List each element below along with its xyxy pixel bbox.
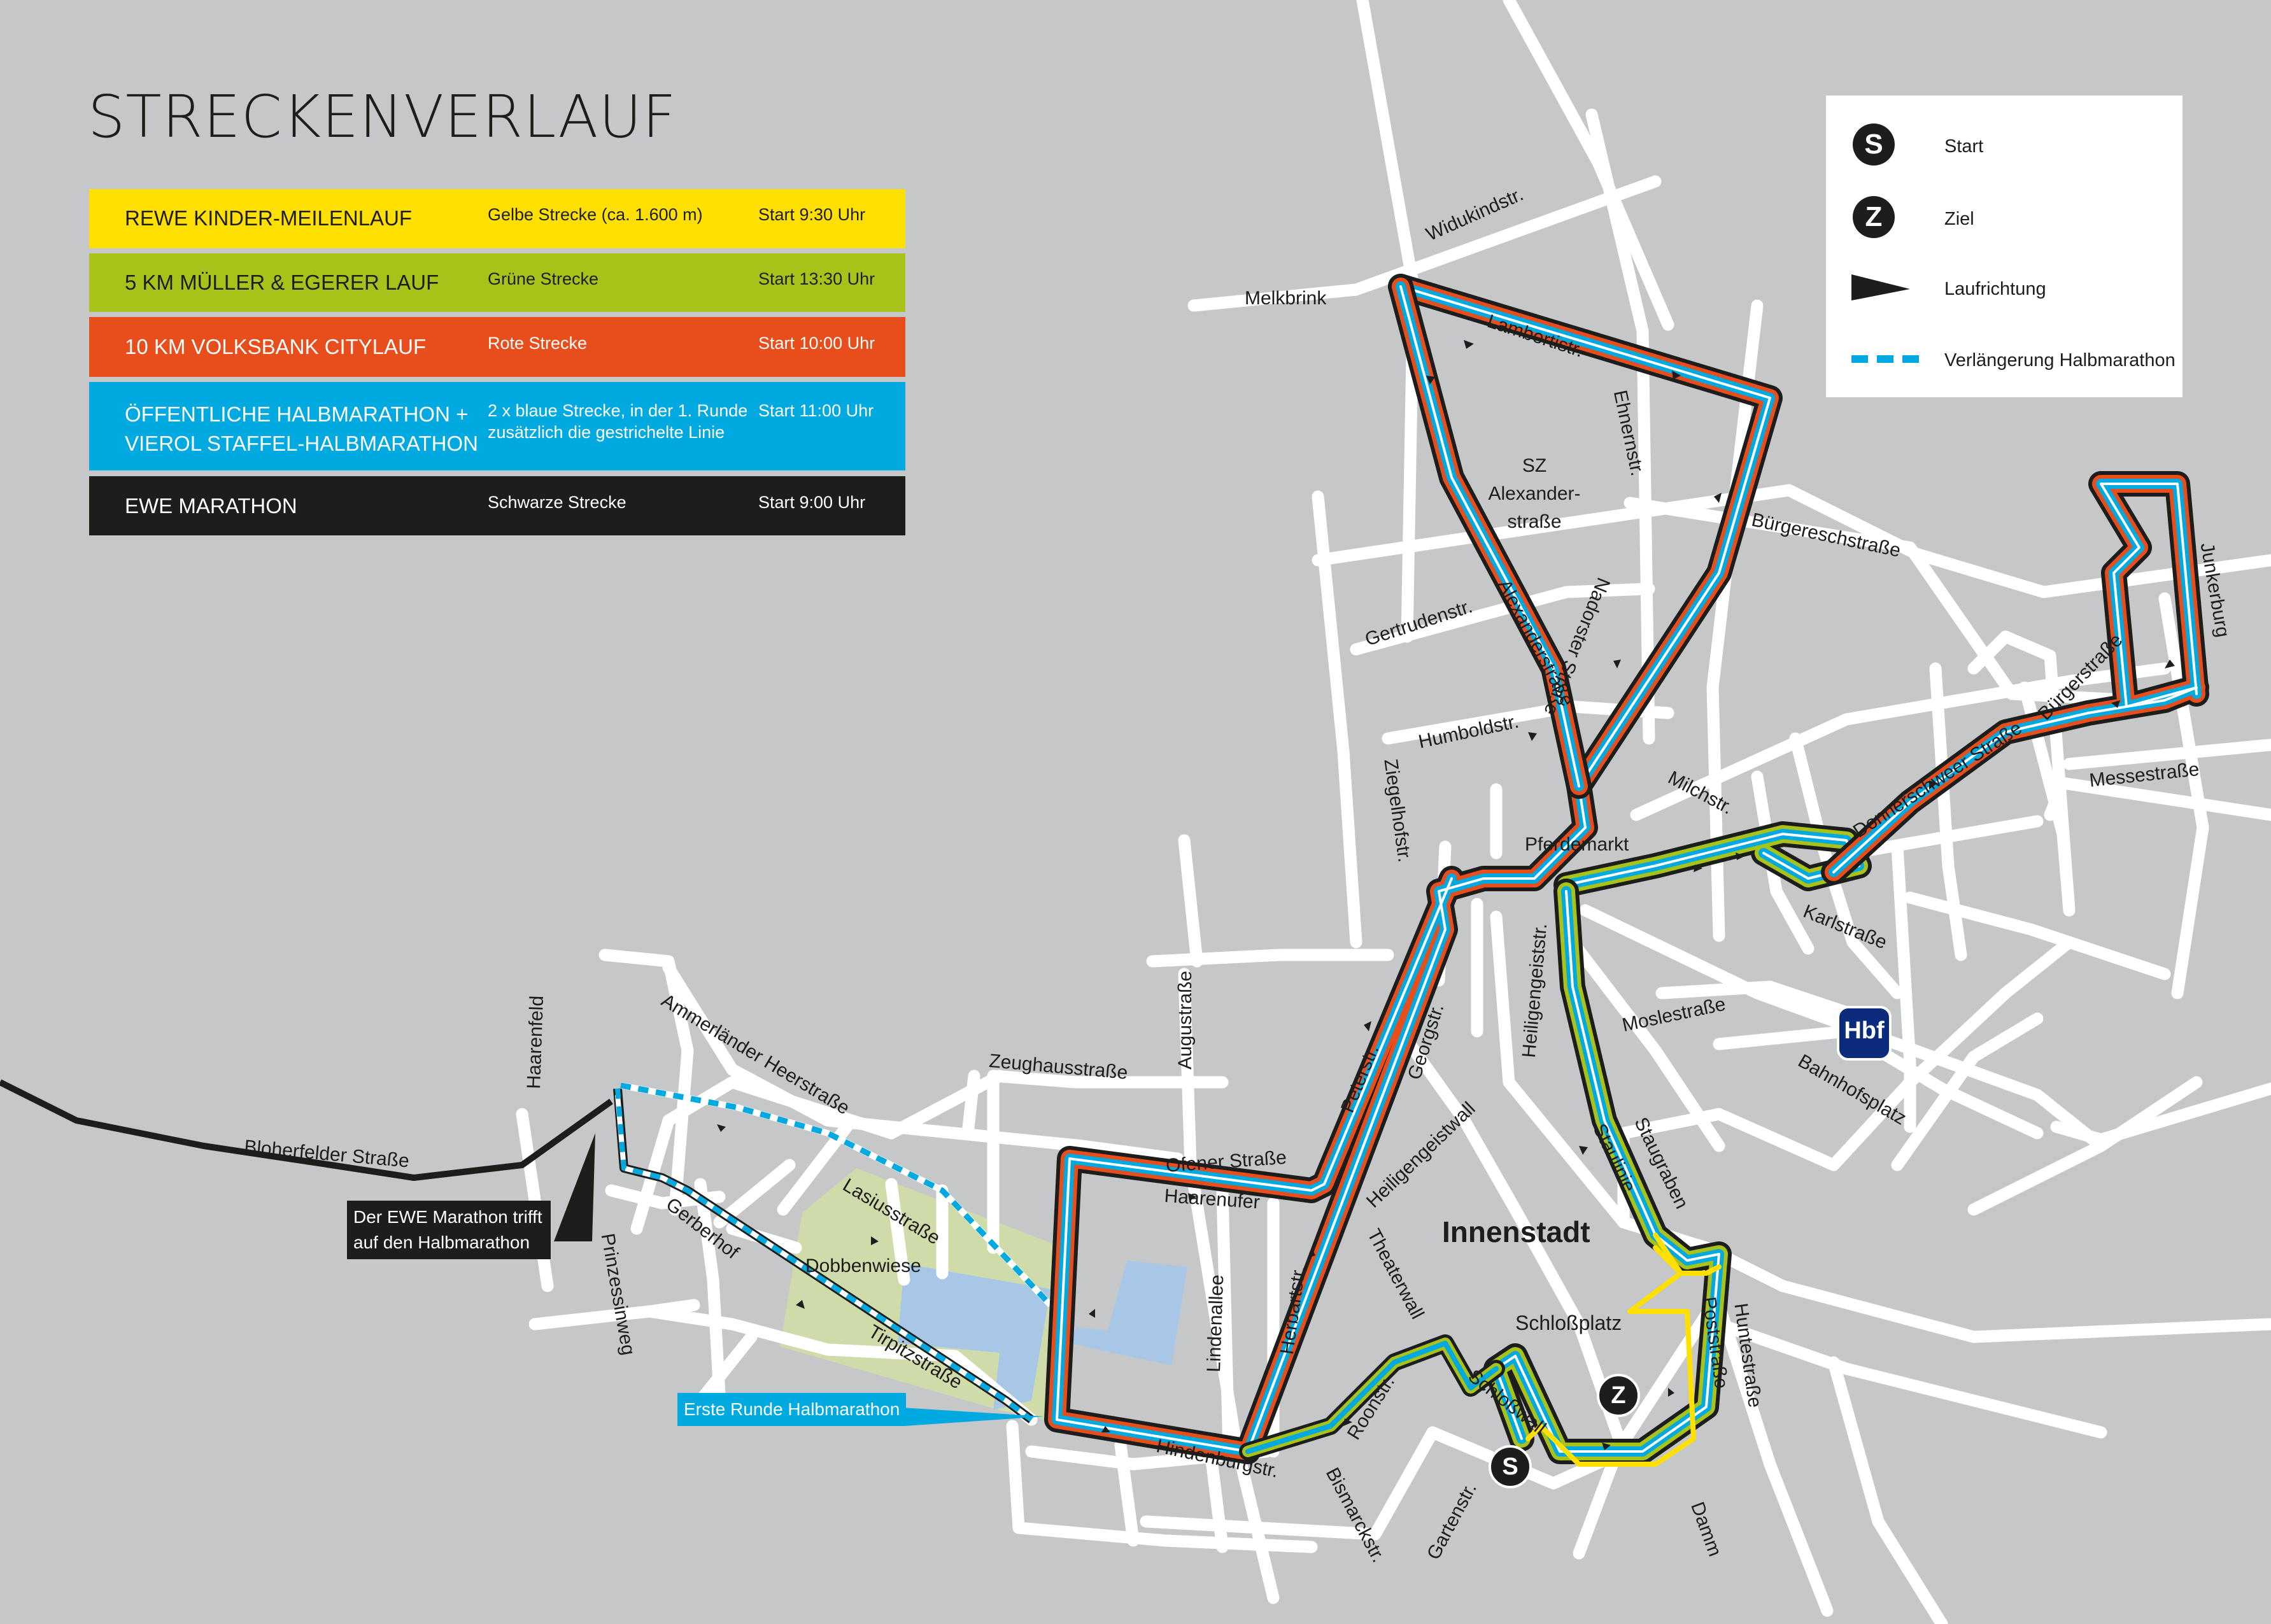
legend-name: EWE MARATHON	[125, 494, 297, 518]
place-label-sz-alexanderstrasse: SZ Alexander- straße	[1488, 455, 1581, 532]
arrow-right-triangle-icon	[1851, 274, 1910, 300]
legend-name: ÖFFENTLICHE HALBMARATHON + VIEROL STAFFE…	[125, 402, 478, 455]
legend-row-marathon: EWE MARATHON Schwarze Strecke Start 9:00…	[89, 476, 905, 535]
legend-name: 5 KM MÜLLER & EGERER LAUF	[125, 271, 439, 294]
pond-water-1	[898, 1264, 1051, 1410]
street-label-lindenallee: Lindenallee	[1203, 1274, 1228, 1373]
main-route	[1044, 274, 2209, 1467]
arrow-20	[1602, 1443, 1611, 1450]
dashed-line-icon	[1851, 355, 1928, 363]
legend-time: Start 13:30 Uhr	[758, 269, 875, 288]
street-label-haarenfeld: Haarenfeld	[523, 995, 548, 1090]
arrow-2	[1672, 371, 1681, 379]
train-station-icon	[1837, 1006, 1892, 1061]
legend-time: Start 9:00 Uhr	[758, 493, 866, 512]
map-key: S Start Z Ziel Laufrichtung Verlängerung…	[1826, 95, 2183, 397]
callout-first-round-half: Erste Runde Halbmarathon	[677, 1393, 907, 1426]
finish-symbol: Z	[1853, 196, 1895, 238]
arrow-6	[1528, 732, 1537, 741]
arrow-11	[2165, 660, 2175, 668]
arrow-14	[1188, 1193, 1197, 1201]
legend-desc: 2 x blaue Strecke, in der 1. Runde zusät…	[488, 401, 748, 442]
arrow-15	[1089, 1309, 1095, 1318]
arrow-18	[1579, 1146, 1588, 1155]
legend-time: Start 10:00 Uhr	[758, 334, 875, 353]
half-marathon-extension	[613, 1082, 1053, 1423]
street-label-melkbrink: Melkbrink	[1245, 288, 1327, 309]
key-finish: Z Ziel	[1826, 196, 2183, 247]
marathon-approach	[0, 1079, 613, 1181]
legend-row-5km: 5 KM MÜLLER & EGERER LAUF Grüne Strecke …	[89, 253, 905, 312]
place-label-dobbenwiese: Dobbenwiese	[805, 1255, 921, 1276]
legend-row-half-marathon: ÖFFENTLICHE HALBMARATHON + VIEROL STAFFE…	[89, 382, 905, 470]
arrow-5	[1613, 660, 1621, 668]
key-finish-label: Ziel	[1944, 209, 1974, 229]
arrow-19	[1668, 1388, 1674, 1397]
legend-name: 10 KM VOLKSBANK CITYLAUF	[125, 335, 427, 358]
key-direction: Laufrichtung	[1826, 266, 2183, 317]
start-symbol: S	[1853, 124, 1895, 166]
legend-name: REWE KINDER-MEILENLAUF	[125, 206, 413, 230]
arrow-22	[871, 1236, 879, 1245]
arrow-13	[1308, 1248, 1315, 1258]
callout-ewe-meets-half: Der EWE Marathon trifft auf den Halbmara…	[347, 1201, 551, 1259]
place-label-schlossplatz: Schloßplatz	[1515, 1311, 1622, 1334]
arrow-10	[2111, 700, 2120, 708]
legend-time: Start 11:00 Uhr	[758, 401, 874, 420]
arrow-4	[1426, 376, 1435, 385]
key-extension: Verlängerung Halbmarathon	[1826, 337, 2183, 388]
key-extension-label: Verlängerung Halbmarathon	[1944, 350, 2175, 371]
legend-desc: Rote Strecke	[488, 334, 588, 353]
page-title: STRECKENVERLAUF	[88, 83, 677, 151]
key-start: S Start	[1826, 124, 2183, 174]
legend-row-kids: REWE KINDER-MEILENLAUF Gelbe Strecke (ca…	[89, 189, 905, 248]
finish-marker: Z	[1597, 1374, 1640, 1417]
arrow-16	[1101, 1426, 1110, 1432]
arrow-21	[717, 1124, 726, 1132]
arrow-23	[796, 1300, 805, 1309]
legend-row-10km: 10 KM VOLKSBANK CITYLAUF Rote Strecke St…	[89, 317, 905, 377]
arrow-8	[1694, 865, 1702, 872]
key-start-label: Start	[1944, 136, 1984, 157]
street-label-augustrasse: Augustraße	[1175, 970, 1196, 1070]
arrow-7	[1736, 852, 1744, 860]
arrow-1	[1464, 340, 1474, 349]
callout-pointer-ewe	[554, 1133, 595, 1241]
arrow-17	[1343, 1418, 1352, 1426]
legend-desc: Schwarze Strecke	[488, 493, 626, 512]
arrow-9	[1929, 780, 1938, 789]
arrow-12	[1364, 1021, 1371, 1031]
callout-pointer-first-round	[891, 1407, 1044, 1426]
start-marker: S	[1489, 1445, 1532, 1488]
hbf-label: Hbf	[1844, 1017, 1885, 1044]
place-label-innenstadt: Innenstadt	[1442, 1215, 1590, 1248]
arrow-3	[1714, 493, 1722, 503]
pond-water-2	[1070, 1260, 1187, 1366]
place-label-pferdemarkt: Pferdemarkt	[1525, 834, 1629, 855]
legend-time: Start 9:30 Uhr	[758, 205, 866, 224]
legend-desc: Gelbe Strecke (ca. 1.600 m)	[488, 205, 703, 224]
legend-desc: Grüne Strecke	[488, 269, 599, 288]
key-direction-label: Laufrichtung	[1944, 279, 2046, 299]
direction-arrows	[717, 340, 2175, 1450]
